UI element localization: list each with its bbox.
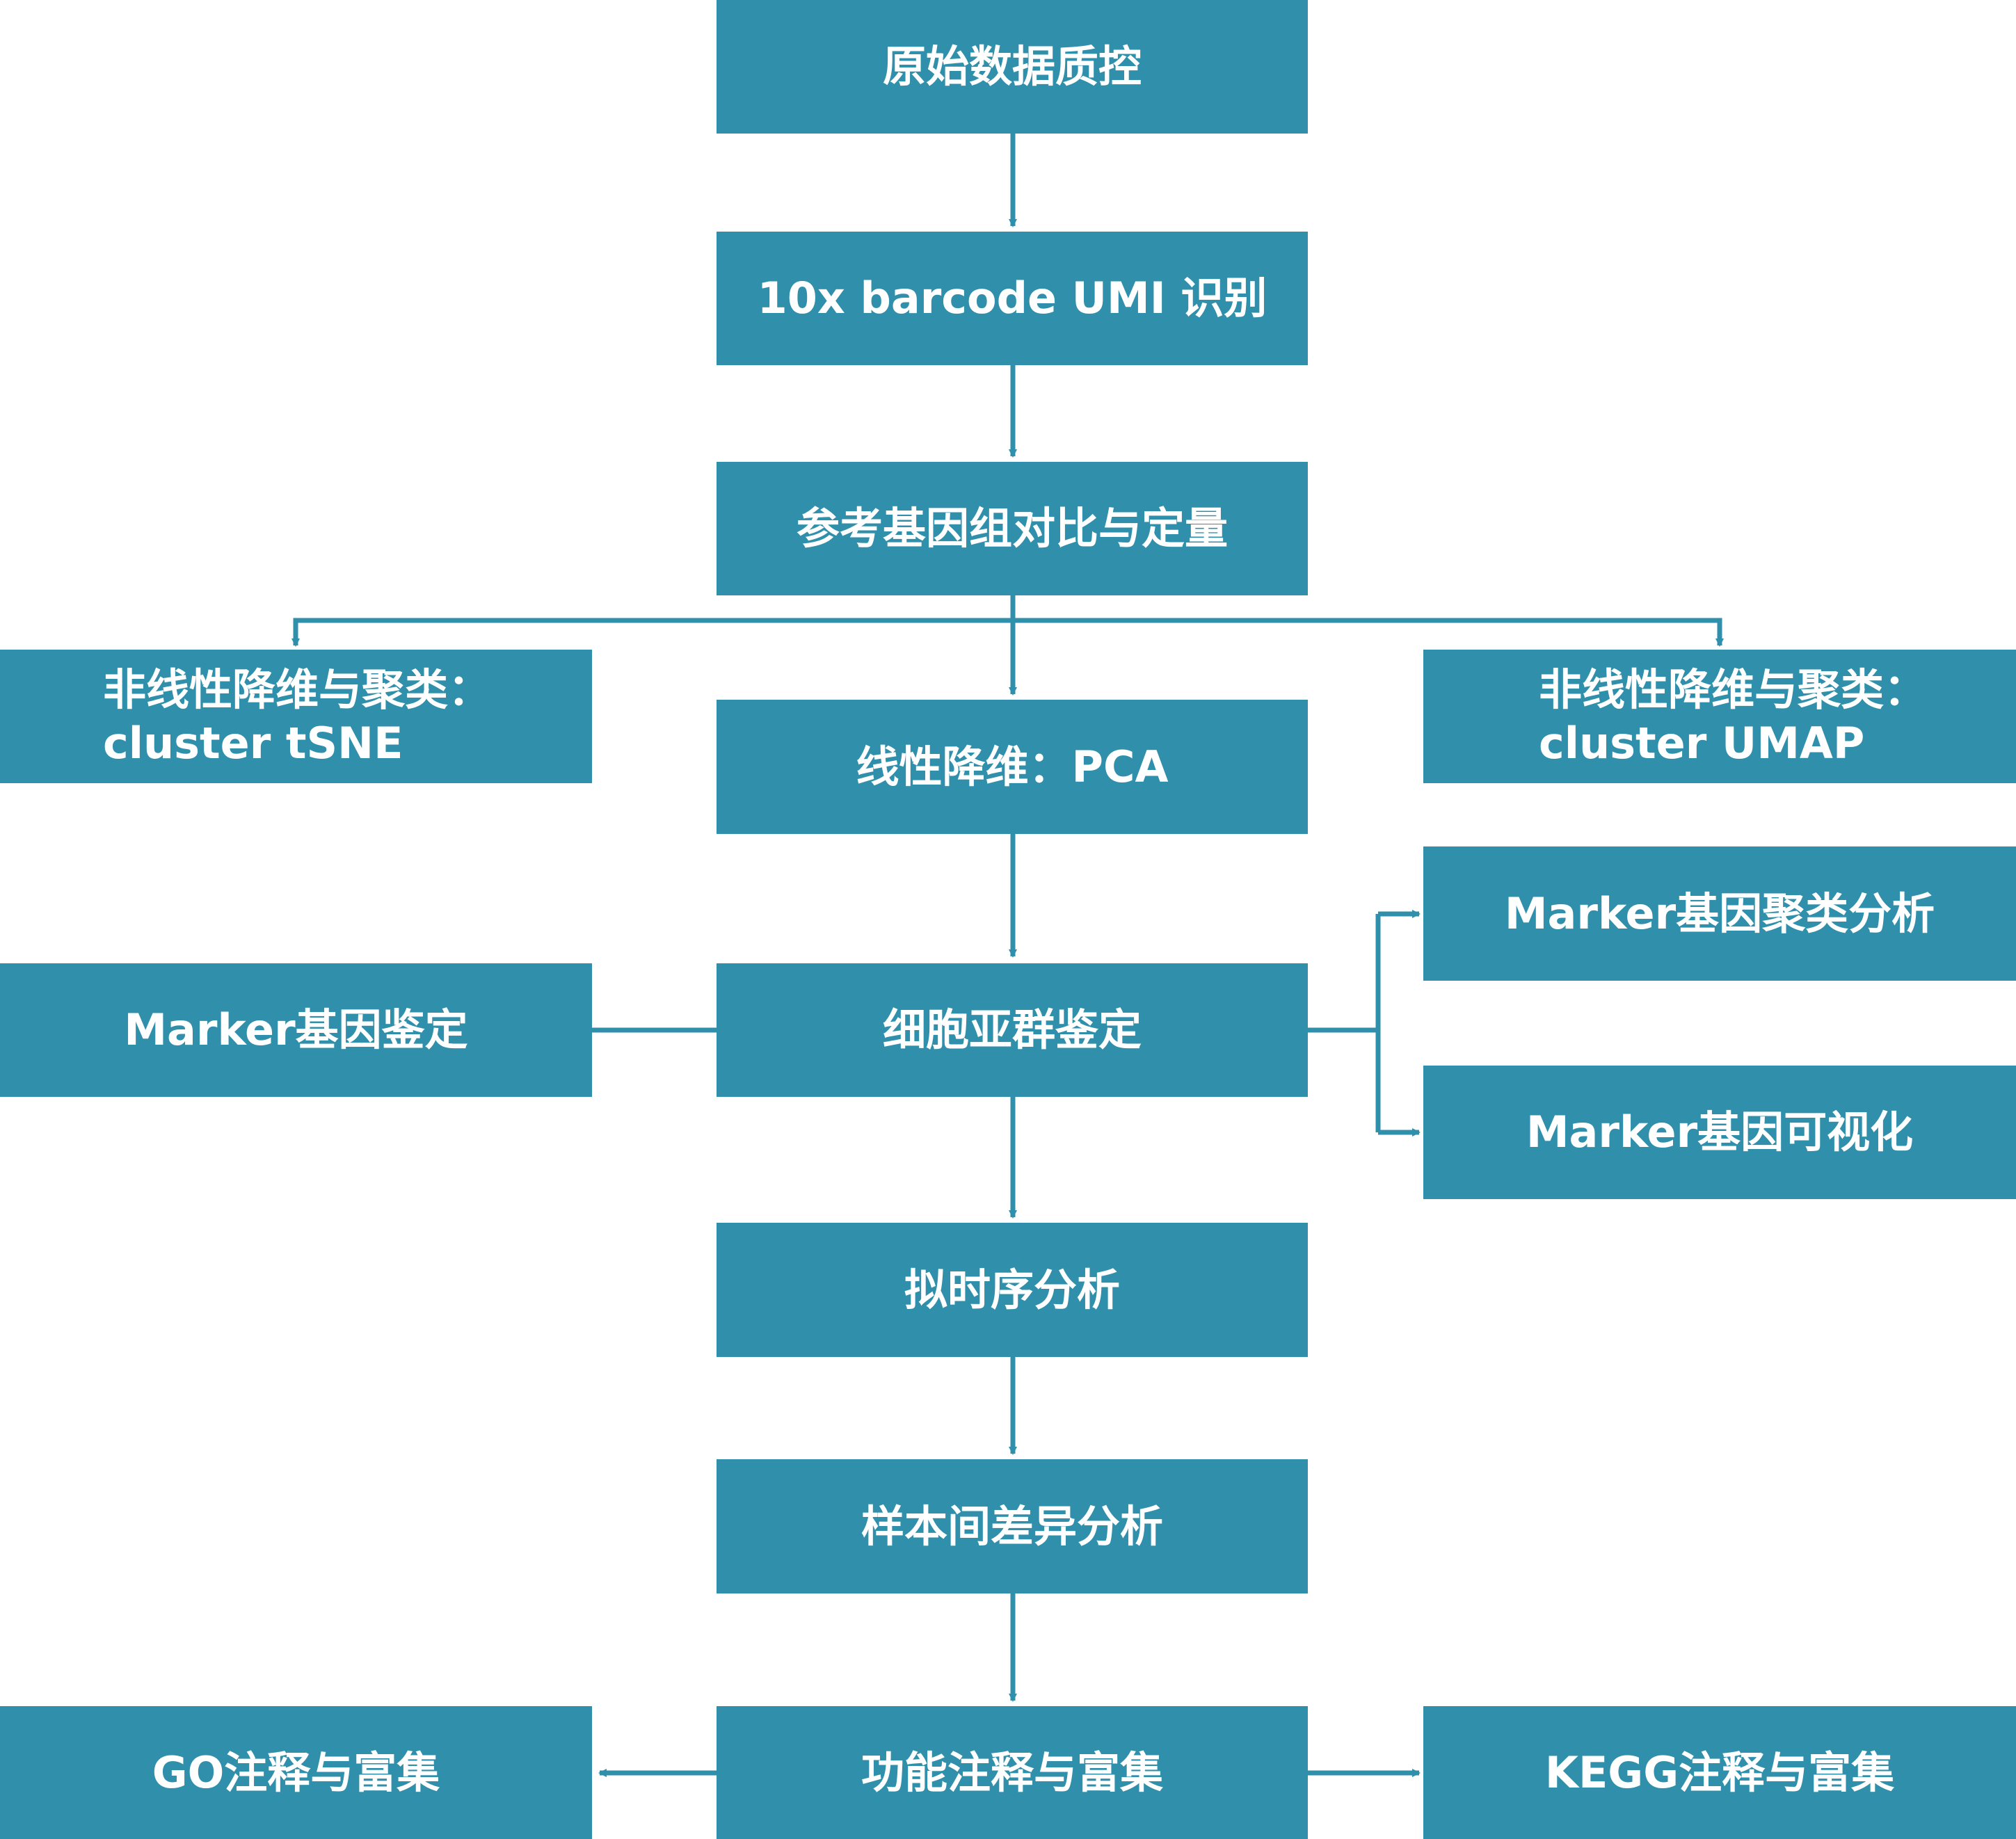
node-differential-analysis: 样本间差异分析	[717, 1459, 1308, 1593]
node-marker-cluster: Marker基因聚类分析	[1423, 846, 2016, 981]
node-label: 拟时序分析	[904, 1264, 1120, 1315]
node-cell-subgroup: 细胞亚群鉴定	[717, 963, 1308, 1097]
node-label-line1: 非线性降维与聚类：	[1539, 664, 1928, 715]
node-kegg-annotation: KEGG注释与富集	[1423, 1706, 2016, 1839]
node-label: 10x barcode UMI 识别	[757, 273, 1267, 324]
node-label-line2: cluster tSNE	[103, 718, 403, 769]
node-pca: 线性降维：PCA	[717, 700, 1308, 834]
arrow-align-to-umap	[1013, 618, 1724, 647]
node-functional-annotation: 功能注释与富集	[717, 1706, 1308, 1839]
node-umap: 非线性降维与聚类： cluster UMAP	[1423, 650, 2016, 783]
node-label: 细胞亚群鉴定	[882, 1004, 1142, 1056]
node-label: Marker基因鉴定	[124, 1004, 468, 1056]
node-pseudotime: 拟时序分析	[717, 1223, 1308, 1357]
node-label: 参考基因组对比与定量	[796, 503, 1228, 554]
node-go-annotation: GO注释与富集	[0, 1706, 592, 1839]
node-raw-data-qc: 原始数据质控	[717, 0, 1308, 134]
node-label: Marker基因聚类分析	[1504, 888, 1935, 939]
node-label-line2: cluster UMAP	[1539, 718, 1865, 769]
arrow-align-to-tsne	[291, 618, 1013, 647]
node-genome-alignment: 参考基因组对比与定量	[717, 462, 1308, 595]
node-label: Marker基因可视化	[1526, 1107, 1914, 1158]
node-label-line1: 非线性降维与聚类：	[103, 664, 492, 715]
node-marker-identification: Marker基因鉴定	[0, 963, 592, 1097]
node-label: 功能注释与富集	[861, 1746, 1163, 1798]
node-tsne: 非线性降维与聚类： cluster tSNE	[0, 650, 592, 783]
node-label: KEGG注释与富集	[1544, 1746, 1895, 1798]
node-label: 线性降维：PCA	[856, 741, 1169, 792]
node-label: 原始数据质控	[882, 41, 1142, 93]
node-marker-visualization: Marker基因可视化	[1423, 1066, 2016, 1199]
node-label: 样本间差异分析	[861, 1500, 1163, 1552]
node-label: GO注释与富集	[152, 1746, 440, 1798]
node-barcode-umi: 10x barcode UMI 识别	[717, 232, 1308, 365]
